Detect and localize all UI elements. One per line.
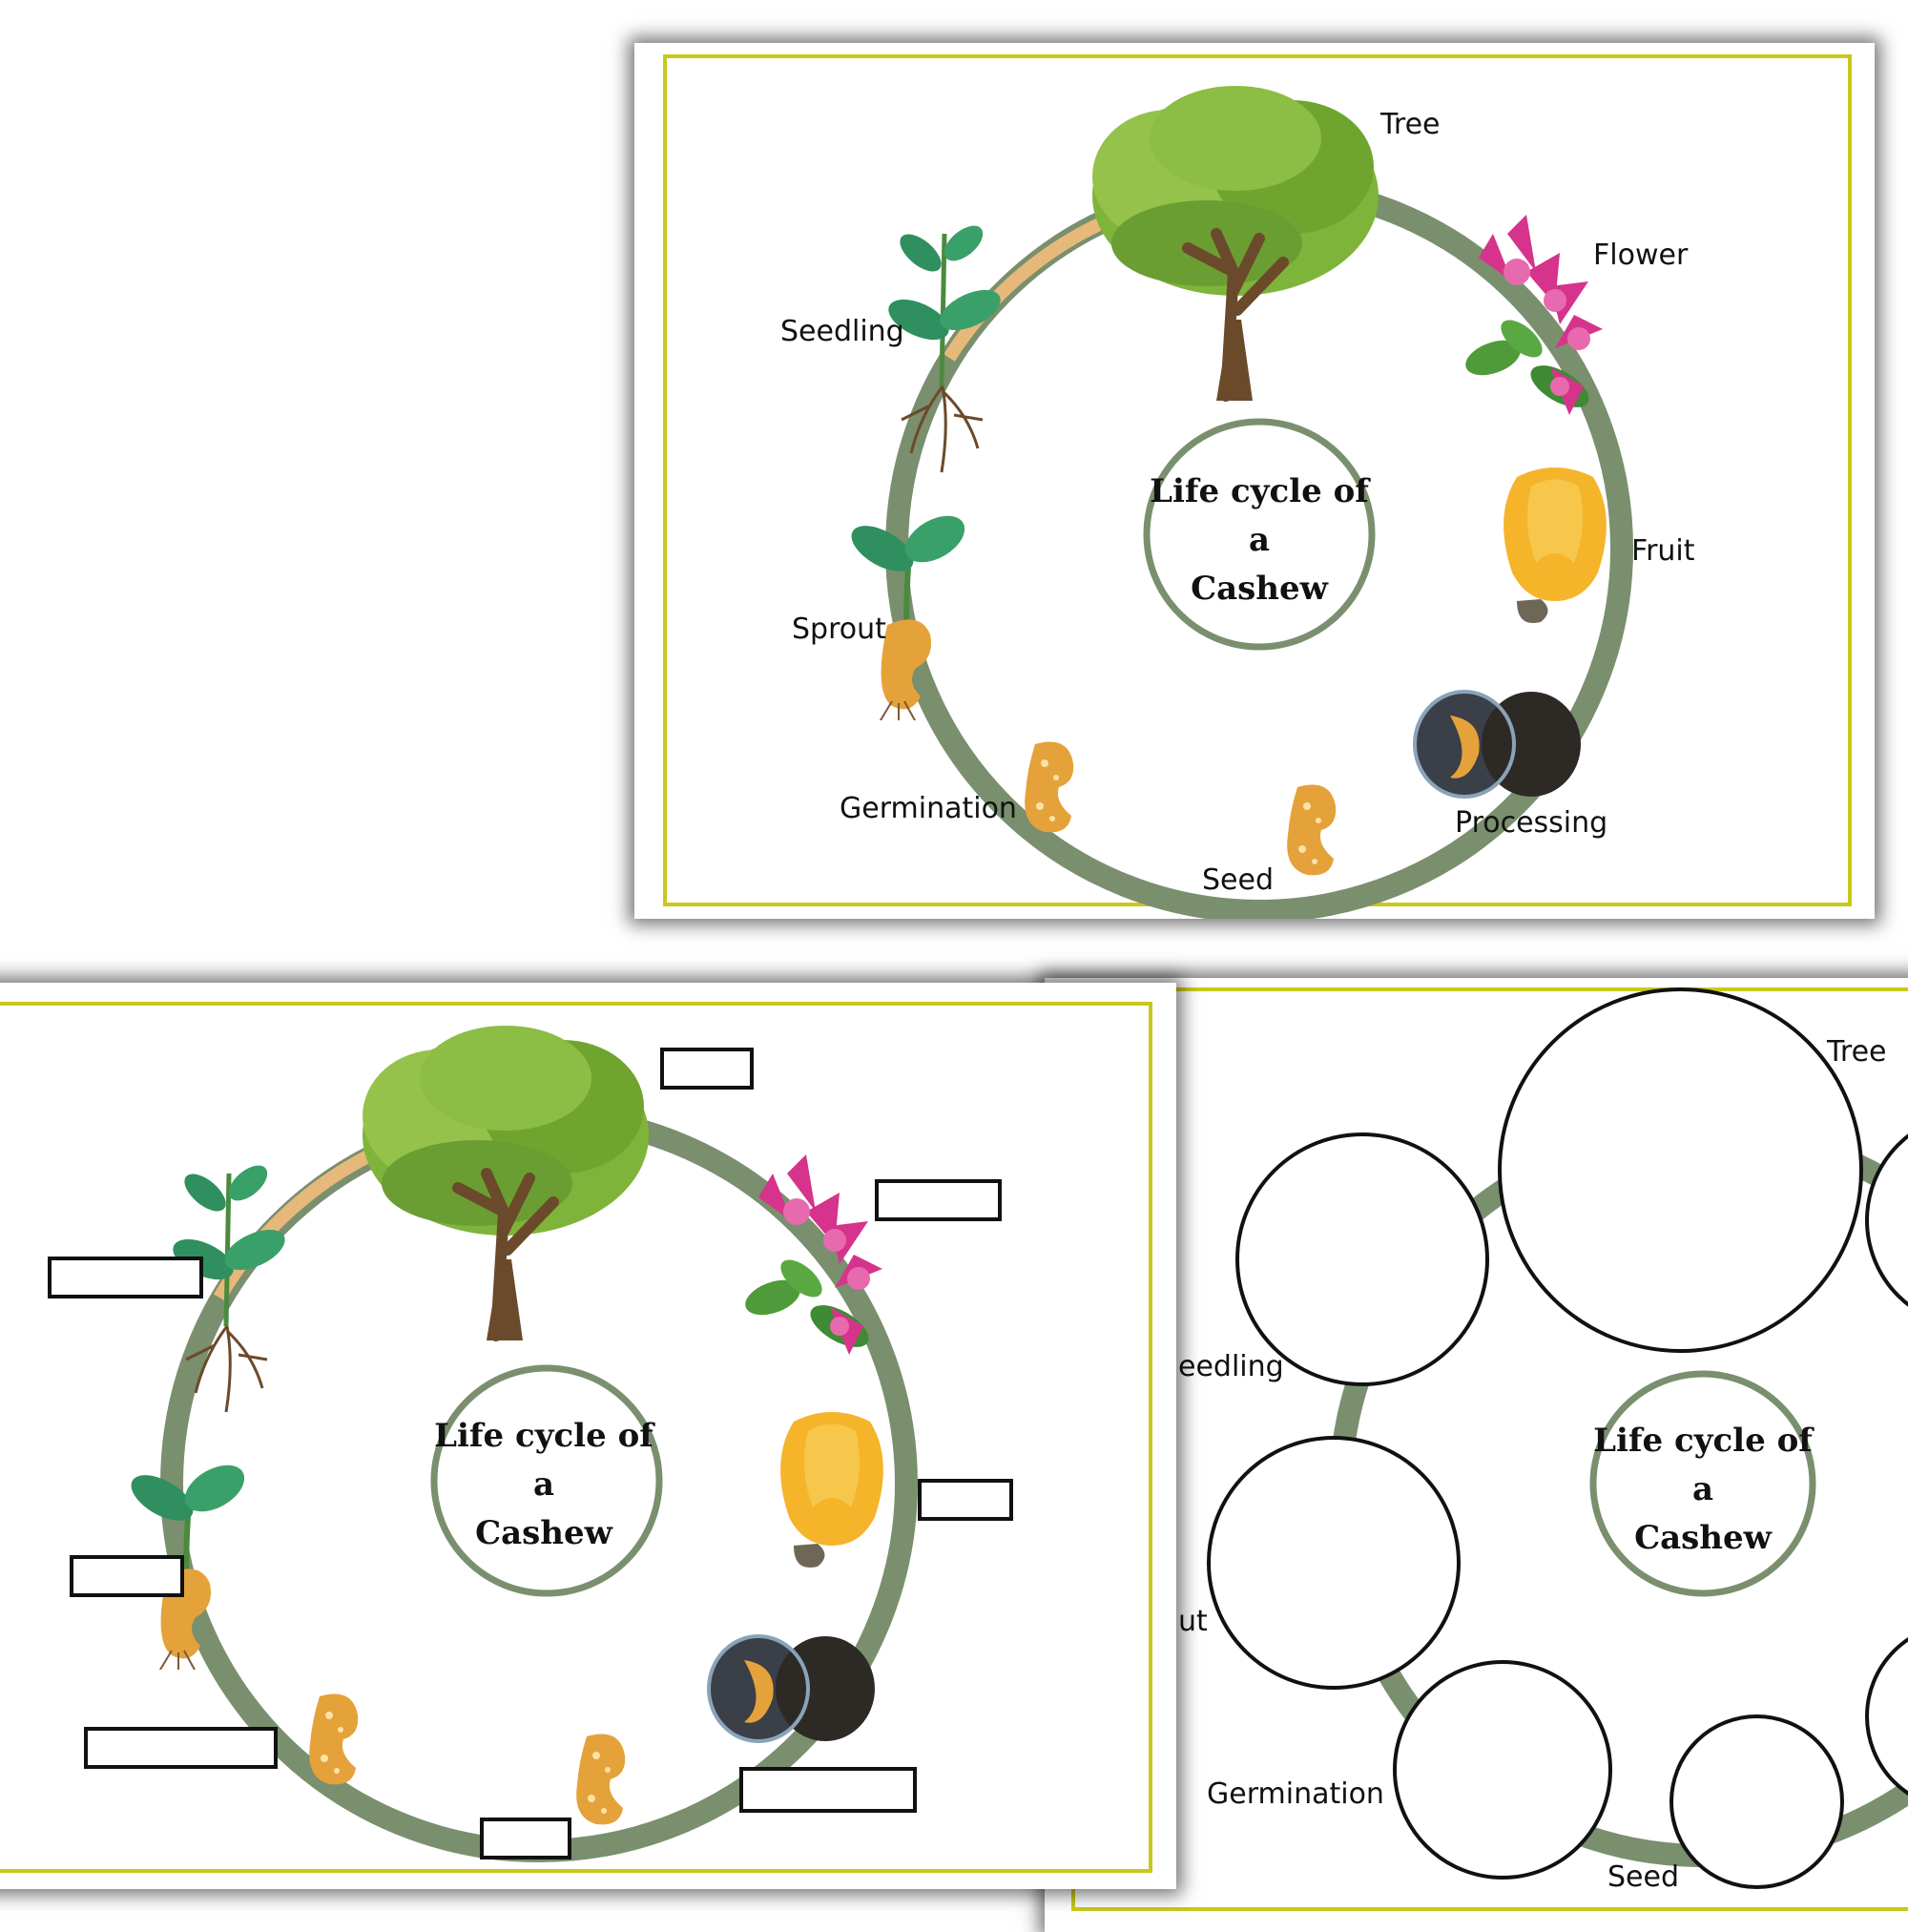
label-seedling: Seedling — [780, 315, 904, 348]
label-germination: Germination — [1207, 1777, 1384, 1811]
answer-box-tree[interactable] — [660, 1048, 754, 1090]
worksheet-boxes: Life cycle of a Cashew — [0, 983, 1176, 1889]
label-sprout-cropped: ut — [1178, 1605, 1208, 1638]
title-line-2: a — [1248, 521, 1271, 559]
answer-box-fruit[interactable] — [918, 1479, 1013, 1521]
center-title: Life cycle of a Cashew — [1588, 1417, 1817, 1563]
answer-circle-germination[interactable] — [1393, 1660, 1612, 1880]
worksheet-circles: Life cycle of a Cashew Tree eedling ut G… — [1045, 978, 1908, 1932]
label-germination: Germination — [840, 792, 1017, 825]
answer-circle-seedling[interactable] — [1235, 1132, 1489, 1386]
fruit-image — [780, 1412, 883, 1568]
germination-image — [309, 1693, 359, 1785]
center-title: Life cycle of a Cashew — [1145, 467, 1374, 613]
title-line-2: a — [532, 1465, 555, 1504]
label-sprout: Sprout — [792, 613, 886, 646]
answer-circle-sprout[interactable] — [1207, 1436, 1461, 1690]
seed-image — [576, 1734, 626, 1825]
sheet-border — [0, 1002, 1152, 1873]
cycle-ring-warm — [213, 1143, 384, 1301]
fruit-image — [1504, 467, 1607, 624]
worksheet-labelled: Life cycle of a Cashew Tree Flower Fruit… — [634, 43, 1875, 919]
title-line-1: Life cycle of — [1593, 1422, 1813, 1460]
tree-image — [363, 1026, 649, 1340]
title-line-3: Cashew — [1634, 1519, 1772, 1557]
title-ring — [1589, 1370, 1816, 1597]
answer-box-processing[interactable] — [739, 1767, 917, 1813]
answer-box-germination[interactable] — [84, 1727, 278, 1769]
title-line-1: Life cycle of — [434, 1417, 653, 1455]
title-line-1: Life cycle of — [1150, 472, 1369, 510]
label-processing: Processing — [1455, 806, 1608, 840]
life-cycle-illustration — [634, 43, 1633, 919]
germination-image — [1025, 741, 1074, 833]
label-seed: Seed — [1607, 1860, 1679, 1894]
title-line-3: Cashew — [1191, 570, 1328, 608]
label-seed: Seed — [1202, 863, 1274, 897]
label-flower: Flower — [1593, 239, 1689, 272]
center-title: Life cycle of a Cashew — [425, 1412, 663, 1558]
title-ring — [1143, 418, 1376, 651]
answer-box-seed[interactable] — [480, 1818, 571, 1859]
label-fruit: Fruit — [1631, 534, 1695, 568]
tree-image — [1092, 86, 1379, 401]
cycle-ring-warm — [944, 208, 1124, 362]
label-tree: Tree — [1380, 108, 1441, 141]
title-line-2: a — [1691, 1470, 1714, 1508]
processing-shell-image — [1413, 690, 1583, 799]
label-seedling-cropped: eedling — [1178, 1350, 1284, 1383]
seed-image — [1287, 784, 1337, 876]
answer-box-flower[interactable] — [875, 1179, 1002, 1221]
answer-box-sprout[interactable] — [70, 1555, 184, 1597]
answer-box-seedling[interactable] — [48, 1257, 203, 1298]
label-tree: Tree — [1827, 1035, 1887, 1069]
title-line-3: Cashew — [475, 1514, 612, 1552]
answer-circle-tree[interactable] — [1498, 987, 1863, 1353]
title-ring — [430, 1364, 663, 1597]
answer-circle-seed[interactable] — [1670, 1714, 1844, 1889]
processing-shell-image — [707, 1634, 877, 1743]
